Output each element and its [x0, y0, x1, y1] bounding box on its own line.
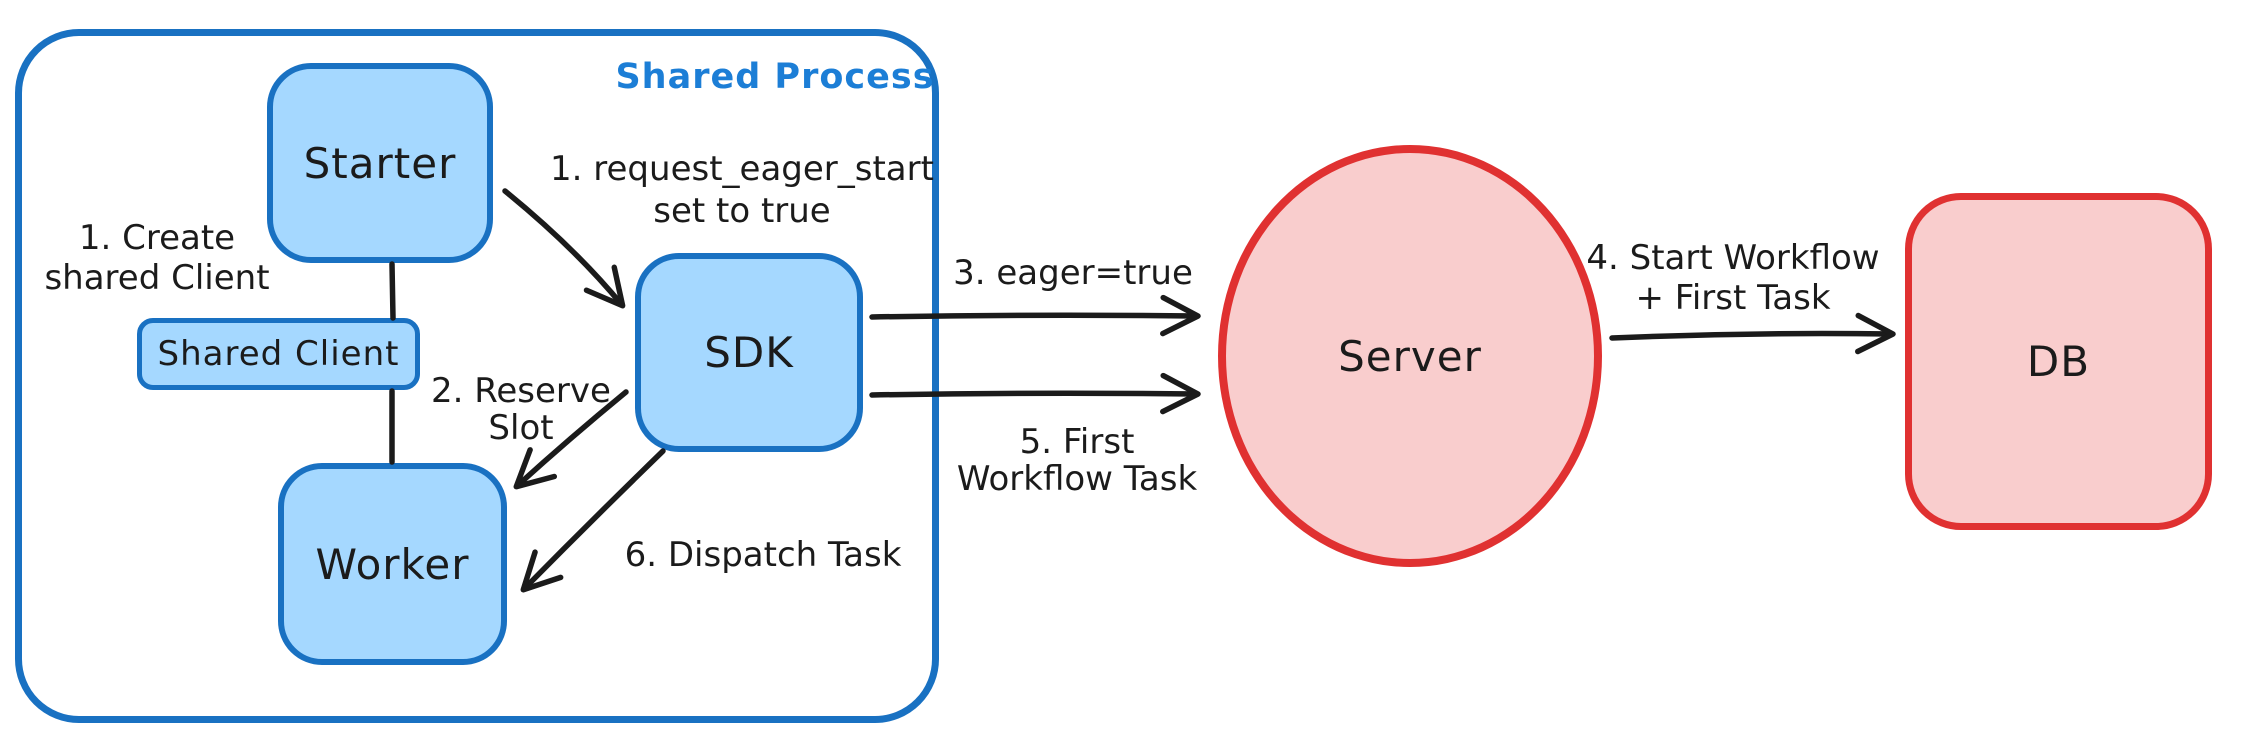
- annotation-reserve-slot: 2. Reserve Slot: [431, 373, 611, 447]
- shared-process-title: Shared Process: [615, 57, 935, 97]
- sdk-node: SDK: [635, 253, 863, 452]
- db-node: DB: [1905, 193, 2212, 530]
- annotation-start-workflow-line2: + First Task: [1635, 278, 1831, 318]
- worker-node: Worker: [278, 463, 507, 665]
- starter-label: Starter: [303, 138, 457, 188]
- annotation-eager-true-line1: 3. eager=true: [953, 253, 1193, 293]
- annotation-first-workflow-task: 5. First Workflow Task: [957, 424, 1197, 498]
- annotation-create-shared-client-line2: shared Client: [44, 258, 270, 298]
- server-node: Server: [1218, 145, 1602, 567]
- shared-process-container: [15, 29, 939, 723]
- annotation-create-shared-client: 1. Create shared Client: [44, 218, 269, 298]
- arrow-start-workflow: [1609, 312, 1896, 355]
- annotation-request-eager-start-line1: 1. request_eager_start: [550, 149, 934, 189]
- shared-client-label: Shared Client: [157, 334, 400, 374]
- worker-label: Worker: [315, 539, 470, 589]
- annotation-first-workflow-task-line2: Workflow Task: [956, 459, 1198, 499]
- db-label: DB: [2026, 337, 2091, 386]
- annotation-reserve-slot-line2: Slot: [488, 408, 554, 448]
- annotation-first-workflow-task-line1: 5. First: [1019, 422, 1135, 462]
- annotation-dispatch-task: 6. Dispatch Task: [625, 535, 902, 575]
- annotation-request-eager-start: 1. request_eager_start set to true: [550, 148, 934, 232]
- sdk-label: SDK: [704, 328, 794, 377]
- starter-node: Starter: [267, 63, 493, 263]
- annotation-create-shared-client-line1: 1. Create: [78, 218, 236, 258]
- annotation-start-workflow: 4. Start Workflow + First Task: [1586, 238, 1879, 318]
- annotation-dispatch-task-line1: 6. Dispatch Task: [624, 535, 902, 575]
- shared-client-node: Shared Client: [137, 318, 420, 390]
- annotation-eager-true: 3. eager=true: [953, 253, 1193, 293]
- server-label: Server: [1338, 331, 1482, 381]
- annotation-reserve-slot-line1: 2. Reserve: [431, 371, 611, 411]
- annotation-start-workflow-line1: 4. Start Workflow: [1586, 238, 1880, 278]
- annotation-request-eager-start-line2: set to true: [653, 191, 831, 231]
